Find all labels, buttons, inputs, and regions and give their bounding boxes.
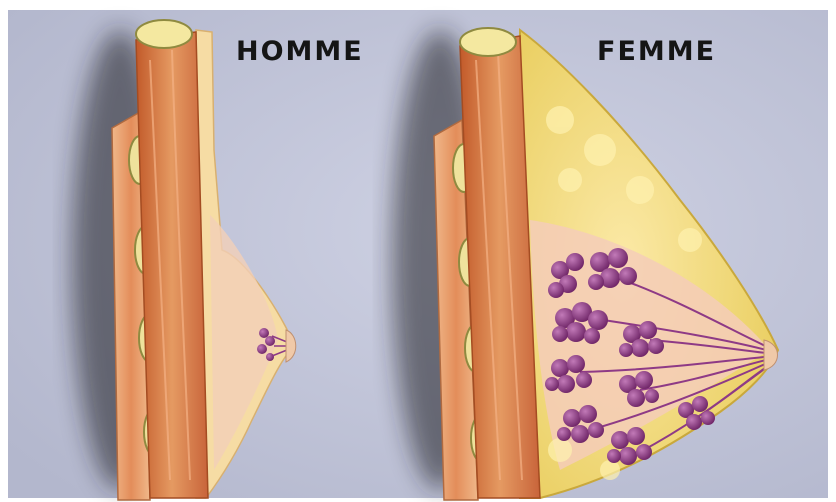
label-femme: FEMME xyxy=(597,36,716,67)
label-homme: HOMME xyxy=(236,36,364,67)
muscle-cut-end xyxy=(136,20,192,48)
muscle-cut-end xyxy=(460,28,516,56)
